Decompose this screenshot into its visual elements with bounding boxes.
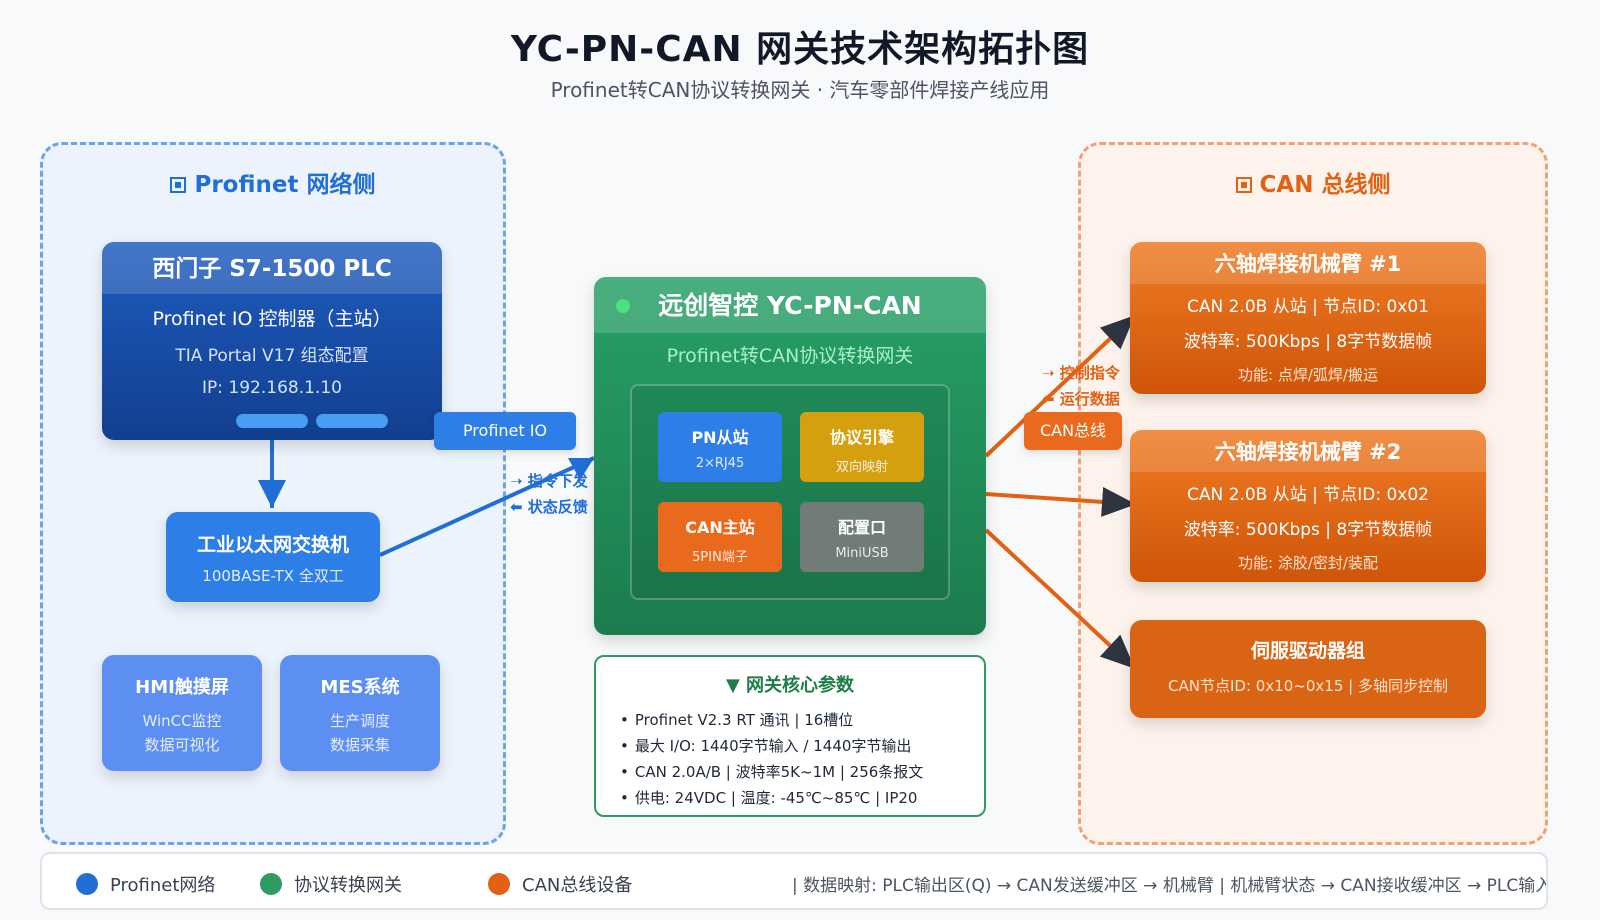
can-link-label: CAN总线	[1024, 412, 1122, 450]
status-dot-icon	[616, 299, 630, 313]
pn-command-text: 指令下发	[527, 472, 588, 490]
switch-node[interactable]: 工业以太网交换机 100BASE-TX 全双工	[166, 512, 380, 602]
device-line1: CAN 2.0B 从站 | 节点ID: 0x02	[1186, 485, 1429, 505]
module-sub: MiniUSB	[835, 546, 889, 561]
servo-drive-group-node[interactable]: 伺服驱动器组 CAN节点ID: 0x10~0x15 | 多轴同步控制	[1130, 620, 1486, 718]
hmi-node[interactable]: HMI触摸屏 WinCC监控数据可视化	[102, 655, 262, 771]
legend-item: 协议转换网关	[294, 875, 402, 896]
device-line2: 波特率: 500Kbps | 8字节数据帧	[1183, 332, 1433, 352]
device-line3: 功能: 点焊/弧焊/搬运	[1238, 366, 1378, 384]
module-sub: 2×RJ45	[695, 456, 745, 471]
plc-port	[236, 414, 308, 428]
hmi-title: HMI触摸屏	[135, 677, 229, 698]
legend-item: CAN总线设备	[522, 875, 633, 896]
can-zone-title: CAN 总线侧	[1081, 165, 1545, 199]
device-line1: CAN 2.0B 从站 | 节点ID: 0x01	[1186, 297, 1429, 317]
plc-ip: IP: 192.168.1.10	[202, 378, 342, 398]
legend-dot-gateway	[260, 873, 282, 895]
params-title: ▼ 网关核心参数	[725, 675, 855, 696]
device-title: 六轴焊接机械臂 #1	[1130, 242, 1486, 284]
legend-item: Profinet网络	[110, 875, 216, 896]
page-subtitle: Profinet转CAN协议转换网关 · 汽车零部件焊接产线应用	[550, 78, 1050, 102]
module-title: 协议引擎	[829, 428, 894, 447]
plc-config: TIA Portal V17 组态配置	[175, 346, 369, 366]
can-command-text: 控制指令	[1059, 364, 1120, 382]
square-icon	[170, 177, 187, 193]
module-config-port[interactable]: 配置口 MiniUSB	[800, 502, 924, 572]
gateway-subtitle: Profinet转CAN协议转换网关	[666, 345, 914, 367]
mes-title: MES系统	[320, 677, 400, 698]
device-line1: CAN节点ID: 0x10~0x15 | 多轴同步控制	[1168, 677, 1448, 695]
pn-status-label: ⬅ 状态反馈	[510, 498, 588, 516]
hmi-line2: 数据可视化	[144, 736, 220, 754]
mes-desc: 生产调度数据采集	[280, 709, 440, 757]
device-title: 伺服驱动器组	[1250, 640, 1365, 662]
hmi-line1: WinCC监控	[142, 712, 222, 730]
gateway-params-panel: ▼ 网关核心参数 Profinet V2.3 RT 通讯 | 16槽位 最大 I…	[594, 655, 986, 817]
module-title: CAN主站	[685, 518, 755, 537]
can-command-label: ➝ 控制指令	[1042, 364, 1120, 382]
can-zone-label: CAN 总线侧	[1259, 172, 1391, 198]
plc-title: 西门子 S7-1500 PLC	[102, 242, 442, 294]
module-pn-slave[interactable]: PN从站 2×RJ45	[658, 412, 782, 482]
legend-dot-profinet	[76, 873, 98, 895]
page-title: YC-PN-CAN 网关技术架构拓扑图	[510, 29, 1090, 70]
can-data-text: 运行数据	[1059, 390, 1120, 408]
params-item: CAN 2.0A/B | 波特率5K~1M | 256条报文	[620, 759, 984, 785]
device-line3: 功能: 涂胶/密封/装配	[1238, 554, 1378, 572]
plc-node[interactable]: 西门子 S7-1500 PLC Profinet IO 控制器（主站） TIA …	[102, 242, 442, 440]
module-title: PN从站	[691, 428, 749, 447]
pn-status-text: 状态反馈	[527, 498, 588, 516]
params-item: 供电: 24VDC | 温度: -45℃~85℃ | IP20	[620, 785, 984, 811]
module-title: 配置口	[837, 518, 886, 537]
device-line2: 波特率: 500Kbps | 8字节数据帧	[1183, 520, 1433, 540]
profinet-zone-title: Profinet 网络侧	[43, 165, 503, 199]
params-item: 最大 I/O: 1440字节输入 / 1440字节输出	[620, 733, 984, 759]
gateway-title: 远创智控 YC-PN-CAN	[658, 291, 922, 320]
gateway-node[interactable]: 远创智控 YC-PN-CAN Profinet转CAN协议转换网关 PN从站 2…	[594, 277, 986, 635]
gateway-modules: PN从站 2×RJ45 协议引擎 双向映射 CAN主站 5PIN端子 配置口 M…	[630, 384, 950, 600]
mes-line2: 数据采集	[329, 736, 390, 754]
legend-dot-can	[488, 873, 510, 895]
switch-title: 工业以太网交换机	[196, 534, 349, 556]
module-sub: 5PIN端子	[692, 550, 748, 565]
params-list: Profinet V2.3 RT 通讯 | 16槽位 最大 I/O: 1440字…	[620, 707, 984, 811]
module-can-master[interactable]: CAN主站 5PIN端子	[658, 502, 782, 572]
gateway-header: 远创智控 YC-PN-CAN	[594, 277, 986, 333]
robot-arm-1-node[interactable]: 六轴焊接机械臂 #1 CAN 2.0B 从站 | 节点ID: 0x01 波特率:…	[1130, 242, 1486, 394]
module-sub: 双向映射	[835, 460, 888, 475]
plc-role: Profinet IO 控制器（主站）	[152, 308, 392, 330]
robot-arm-2-node[interactable]: 六轴焊接机械臂 #2 CAN 2.0B 从站 | 节点ID: 0x02 波特率:…	[1130, 430, 1486, 582]
hmi-desc: WinCC监控数据可视化	[102, 709, 262, 757]
device-title: 六轴焊接机械臂 #2	[1130, 430, 1486, 472]
can-data-label: ⬅ 运行数据	[1042, 390, 1120, 408]
switch-subtitle: 100BASE-TX 全双工	[202, 567, 344, 585]
module-protocol-engine[interactable]: 协议引擎 双向映射	[800, 412, 924, 482]
mes-node[interactable]: MES系统 生产调度数据采集	[280, 655, 440, 771]
plc-port	[316, 414, 388, 428]
params-item: Profinet V2.3 RT 通讯 | 16槽位	[620, 707, 984, 733]
legend-bar: Profinet网络 协议转换网关 CAN总线设备 | 数据映射: PLC输出区…	[40, 852, 1548, 910]
pn-command-label: ➝ 指令下发	[510, 472, 588, 490]
square-icon	[1235, 177, 1252, 193]
profinet-link-label: Profinet IO	[434, 412, 576, 450]
legend-data-mapping: | 数据映射: PLC输出区(Q) → CAN发送缓冲区 → 机械臂 | 机械臂…	[792, 876, 1548, 896]
profinet-zone-label: Profinet 网络侧	[194, 172, 376, 198]
mes-line1: 生产调度	[329, 712, 390, 730]
